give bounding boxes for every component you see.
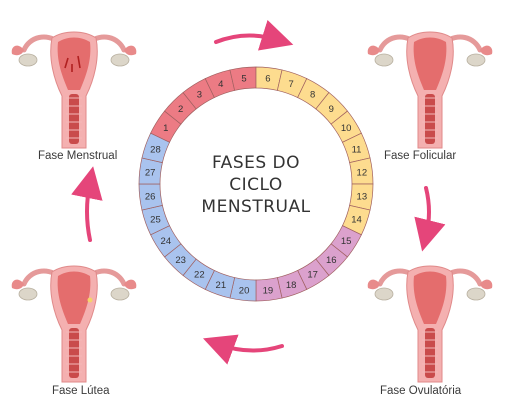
day-label-6: 6	[265, 74, 270, 85]
day-label-2: 2	[178, 104, 183, 115]
day-label-22: 22	[194, 270, 205, 281]
day-label-26: 26	[145, 191, 156, 202]
title-line-1: FASES DO	[212, 153, 300, 173]
day-label-8: 8	[310, 89, 315, 100]
day-label-10: 10	[341, 123, 352, 134]
arrow-lutea-to-menstrual	[71, 166, 103, 242]
uterus-ovulatoria-illustration	[368, 266, 493, 382]
day-label-19: 19	[263, 285, 274, 296]
day-label-15: 15	[341, 236, 352, 247]
uterus-folicular-illustration	[368, 32, 493, 148]
label-fase-lutea: Fase Lútea	[52, 385, 110, 397]
uterus-menstrual-illustration	[12, 32, 137, 148]
label-fase-folicular: Fase Folicular	[384, 150, 457, 162]
day-label-3: 3	[197, 89, 202, 100]
uterus-lutea-illustration	[12, 266, 137, 382]
arrow-folicular-to-ovulatoria	[414, 186, 446, 252]
day-label-7: 7	[289, 79, 294, 90]
day-label-14: 14	[351, 215, 362, 226]
day-label-28: 28	[150, 144, 161, 155]
title-line-3: MENSTRUAL	[201, 197, 310, 217]
day-label-16: 16	[326, 255, 337, 266]
day-label-24: 24	[161, 236, 172, 247]
day-segment-28	[141, 132, 170, 164]
arrow-menstrual-to-folicular	[214, 19, 294, 51]
day-label-18: 18	[286, 280, 297, 291]
day-label-20: 20	[239, 285, 250, 296]
label-fase-menstrual: Fase Menstrual	[38, 150, 118, 162]
day-label-12: 12	[357, 168, 368, 179]
day-label-17: 17	[307, 270, 318, 281]
day-label-23: 23	[175, 255, 186, 266]
day-label-13: 13	[357, 191, 368, 202]
day-label-27: 27	[145, 168, 156, 179]
title-line-2: CICLO	[229, 175, 283, 195]
day-label-21: 21	[216, 280, 227, 291]
day-label-11: 11	[352, 144, 362, 155]
day-label-5: 5	[241, 74, 246, 85]
arrow-ovulatoria-to-lutea	[203, 334, 284, 365]
day-label-9: 9	[329, 104, 334, 115]
menstrual-flow-mark	[64, 55, 81, 72]
day-label-4: 4	[218, 79, 223, 90]
label-fase-ovulatoria: Fase Ovulatória	[380, 385, 462, 397]
egg-icon	[87, 297, 93, 303]
day-label-1: 1	[163, 123, 168, 134]
day-label-25: 25	[150, 215, 161, 226]
